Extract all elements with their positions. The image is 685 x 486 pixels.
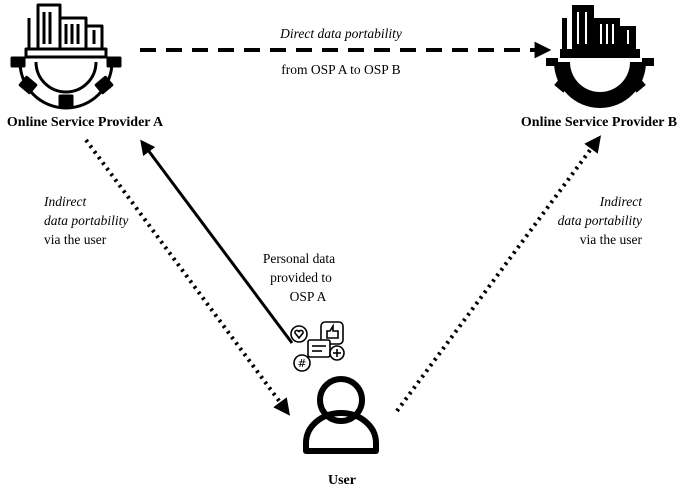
indirect-a-line2: data portability (44, 213, 128, 228)
personal-line3: OSP A (290, 289, 327, 304)
direct-label-line1: Direct data portability (279, 26, 402, 41)
factory-gear-filled-icon (546, 5, 654, 108)
indirect-a-line3: via the user (44, 232, 107, 247)
indirect-b-line2: data portability (558, 213, 642, 228)
personal-data-arrow (140, 139, 294, 344)
indirect-b-line3: via the user (580, 232, 643, 247)
personal-line2: provided to (270, 270, 332, 285)
personal-line1: Personal data (263, 251, 335, 266)
indirect-portability-arrow-a (84, 138, 290, 416)
osp-a-label: Online Service Provider A (7, 115, 164, 130)
direct-label-line2: from OSP A to OSP B (281, 62, 400, 77)
indirect-a-line1: Indirect (43, 194, 87, 209)
user-icon (303, 376, 379, 454)
factory-gear-outline-icon (10, 3, 122, 110)
user-label: User (328, 473, 356, 486)
indirect-portability-arrow-b (395, 135, 601, 413)
svg-text:#: # (297, 357, 306, 370)
indirect-b-line1: Indirect (599, 194, 643, 209)
osp-b-label: Online Service Provider B (521, 115, 677, 130)
social-media-icons: # (290, 321, 345, 372)
